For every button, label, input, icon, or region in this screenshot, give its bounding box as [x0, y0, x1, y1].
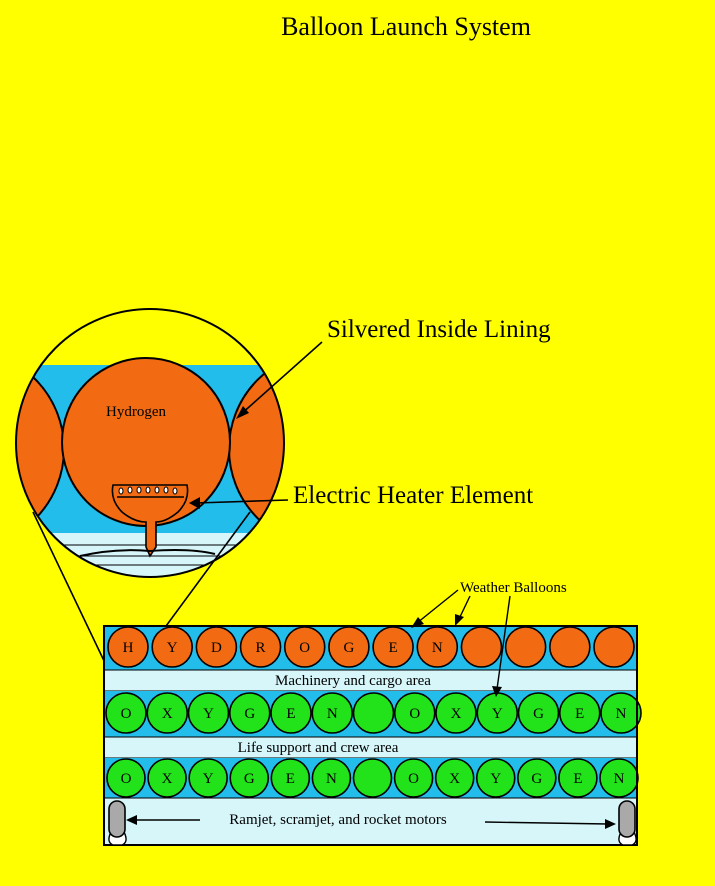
oxygen-lower-row-letter: Y [203, 771, 214, 787]
oxygen-upper-row-letter: O [409, 706, 420, 722]
hydrogen-row-balloon [549, 626, 591, 668]
hydrogen-row-letter: E [389, 640, 398, 656]
hydrogen-row-balloon [593, 626, 635, 668]
oxygen-upper-row-balloon [270, 692, 312, 734]
oxygen-upper-row-letter: Y [203, 706, 214, 722]
oxygen-lower-row-balloon [147, 758, 187, 798]
motors-label: Ramjet, scramjet, and rocket motors [229, 812, 447, 828]
vehicle-body: H Y D R O G E N Machinery and cargo area O X Y G E N… [103, 625, 642, 846]
oxygen-lower-row-balloon [188, 758, 228, 798]
oxygen-upper-row-balloon [187, 692, 230, 734]
motors-left-arrow [126, 815, 200, 825]
oxygen-lower-row-letter: Y [490, 771, 501, 787]
oxygen-upper-row-letter: X [162, 706, 173, 722]
oxygen-upper-row-letter: E [575, 706, 584, 722]
oxygen-lower-row-balloon [393, 758, 434, 798]
oxygen-lower-row-letter: O [408, 771, 419, 787]
machinery-cargo-label: Machinery and cargo area [275, 673, 431, 689]
oxygen-upper-row-balloon [558, 692, 601, 734]
hydrogen-row-letter: H [123, 640, 134, 656]
right-rocket-motor-icon [618, 800, 637, 846]
hydrogen-row-balloon [504, 626, 547, 668]
hydrogen-row-letter: G [343, 640, 354, 656]
motor-bay [103, 797, 638, 846]
hydrogen-row-letter: Y [167, 640, 178, 656]
weather-arrow-2 [455, 595, 471, 626]
weather-arrow-3 [492, 595, 511, 697]
heater-element-icon [79, 484, 216, 558]
oxygen-upper-row-balloon [352, 692, 395, 734]
oxygen-upper-row-balloon [600, 692, 642, 734]
hydrogen-row-letter: O [299, 640, 310, 656]
motors-right-arrow [484, 819, 616, 829]
inset-right-balloon [228, 350, 284, 548]
callout-lining-arrow [236, 341, 323, 419]
callout-electric-heater: Electric Heater Element [293, 482, 533, 509]
oxygen-upper-row-balloon [146, 692, 189, 734]
oxygen-lower-row-balloon [475, 758, 516, 798]
oxygen-upper-row-letter: E [286, 706, 295, 722]
left-rocket-motor-icon [108, 800, 127, 846]
hydrogen-row-letter: N [432, 640, 443, 656]
oxygen-upper-row-letter: N [616, 706, 627, 722]
oxygen-upper-row-balloon [517, 692, 560, 734]
oxygen-upper-row-letter: G [533, 706, 544, 722]
oxygen-lower-row-balloon [517, 758, 557, 798]
oxygen-upper-row-balloon [228, 692, 271, 734]
oxygen-lower-row-balloon [352, 758, 393, 798]
oxygen-upper-row-letter: O [121, 706, 132, 722]
magnified-balloon-inset: Hydrogen [15, 308, 285, 578]
oxygen-lower-row-letter: X [162, 771, 173, 787]
oxygen-lower-row-balloon [270, 758, 311, 798]
oxygen-lower-row-letter: G [531, 771, 542, 787]
hydrogen-row-balloon [460, 626, 503, 668]
oxygen-upper-row-balloon [393, 692, 436, 734]
inset-hydrogen-label: Hydrogen [106, 404, 166, 420]
oxygen-upper-row-letter: N [327, 706, 338, 722]
callout-weather-balloons: Weather Balloons [460, 580, 567, 596]
oxygen-upper-row-letter: X [451, 706, 462, 722]
inset-leader-left [32, 511, 107, 666]
callout-silvered-lining: Silvered Inside Lining [327, 316, 551, 343]
oxygen-lower-row-letter: N [614, 771, 625, 787]
oxygen-lower-row-letter: E [286, 771, 295, 787]
oxygen-upper-row-balloon [105, 692, 147, 734]
oxygen-lower-row-letter: G [244, 771, 255, 787]
oxygen-lower-row-letter: O [121, 771, 132, 787]
oxygen-lower-row-balloon [229, 758, 270, 798]
weather-arrow-1 [411, 589, 459, 628]
life-support-crew-label: Life support and crew area [238, 740, 399, 756]
oxygen-upper-row-balloon [311, 692, 354, 734]
oxygen-lower-row-letter: E [573, 771, 582, 787]
oxygen-lower-row-letter: X [449, 771, 460, 787]
oxygen-upper-row-balloon [435, 692, 477, 734]
hydrogen-row-letter: D [211, 640, 222, 656]
oxygen-lower-row-balloon [558, 758, 598, 798]
oxygen-upper-row-letter: G [244, 706, 255, 722]
oxygen-lower-row-balloon [311, 758, 352, 798]
oxygen-upper-row-letter: Y [492, 706, 503, 722]
oxygen-lower-row-letter: N [326, 771, 337, 787]
callout-heater-arrow [189, 497, 289, 509]
oxygen-lower-row-balloon [434, 758, 475, 798]
oxygen-lower-row-balloon [106, 758, 146, 798]
hydrogen-row-letter: R [256, 640, 266, 656]
diagram-title: Balloon Launch System [281, 12, 531, 41]
